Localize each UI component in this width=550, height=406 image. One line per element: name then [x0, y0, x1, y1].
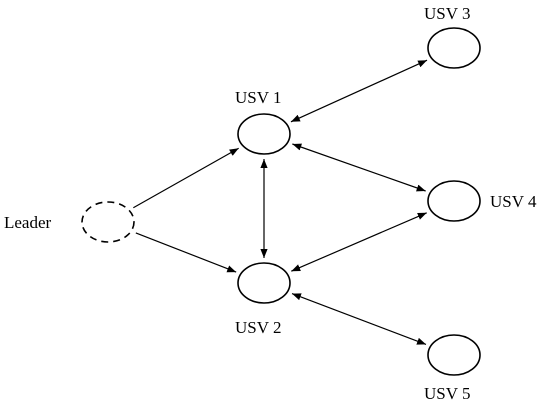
node-leader: [81, 201, 135, 243]
edge-usv1-usv4: [292, 143, 426, 192]
edge-leader-usv2: [135, 232, 237, 273]
label-usv4: USV 4: [490, 192, 537, 211]
edge-usv2-usv5: [291, 293, 427, 345]
node-usv5: [427, 334, 481, 376]
node-usv3: [427, 27, 481, 69]
label-usv2: USV 2: [235, 318, 281, 337]
edges-layer: [133, 59, 428, 345]
node-usv2: [237, 262, 291, 304]
label-usv3: USV 3: [424, 4, 470, 23]
label-usv1: USV 1: [235, 88, 281, 107]
edge-leader-usv1: [133, 147, 239, 209]
node-usv1: [237, 113, 291, 155]
labels-layer: Leader USV 1 USV 2 USV 3 USV 4 USV 5: [4, 4, 537, 403]
node-usv4: [427, 180, 481, 222]
label-leader: Leader: [4, 213, 52, 232]
edge-usv1-usv3: [290, 59, 428, 123]
nodes-layer: [81, 27, 481, 376]
edge-usv2-usv4: [291, 212, 427, 272]
label-usv5: USV 5: [424, 384, 470, 403]
